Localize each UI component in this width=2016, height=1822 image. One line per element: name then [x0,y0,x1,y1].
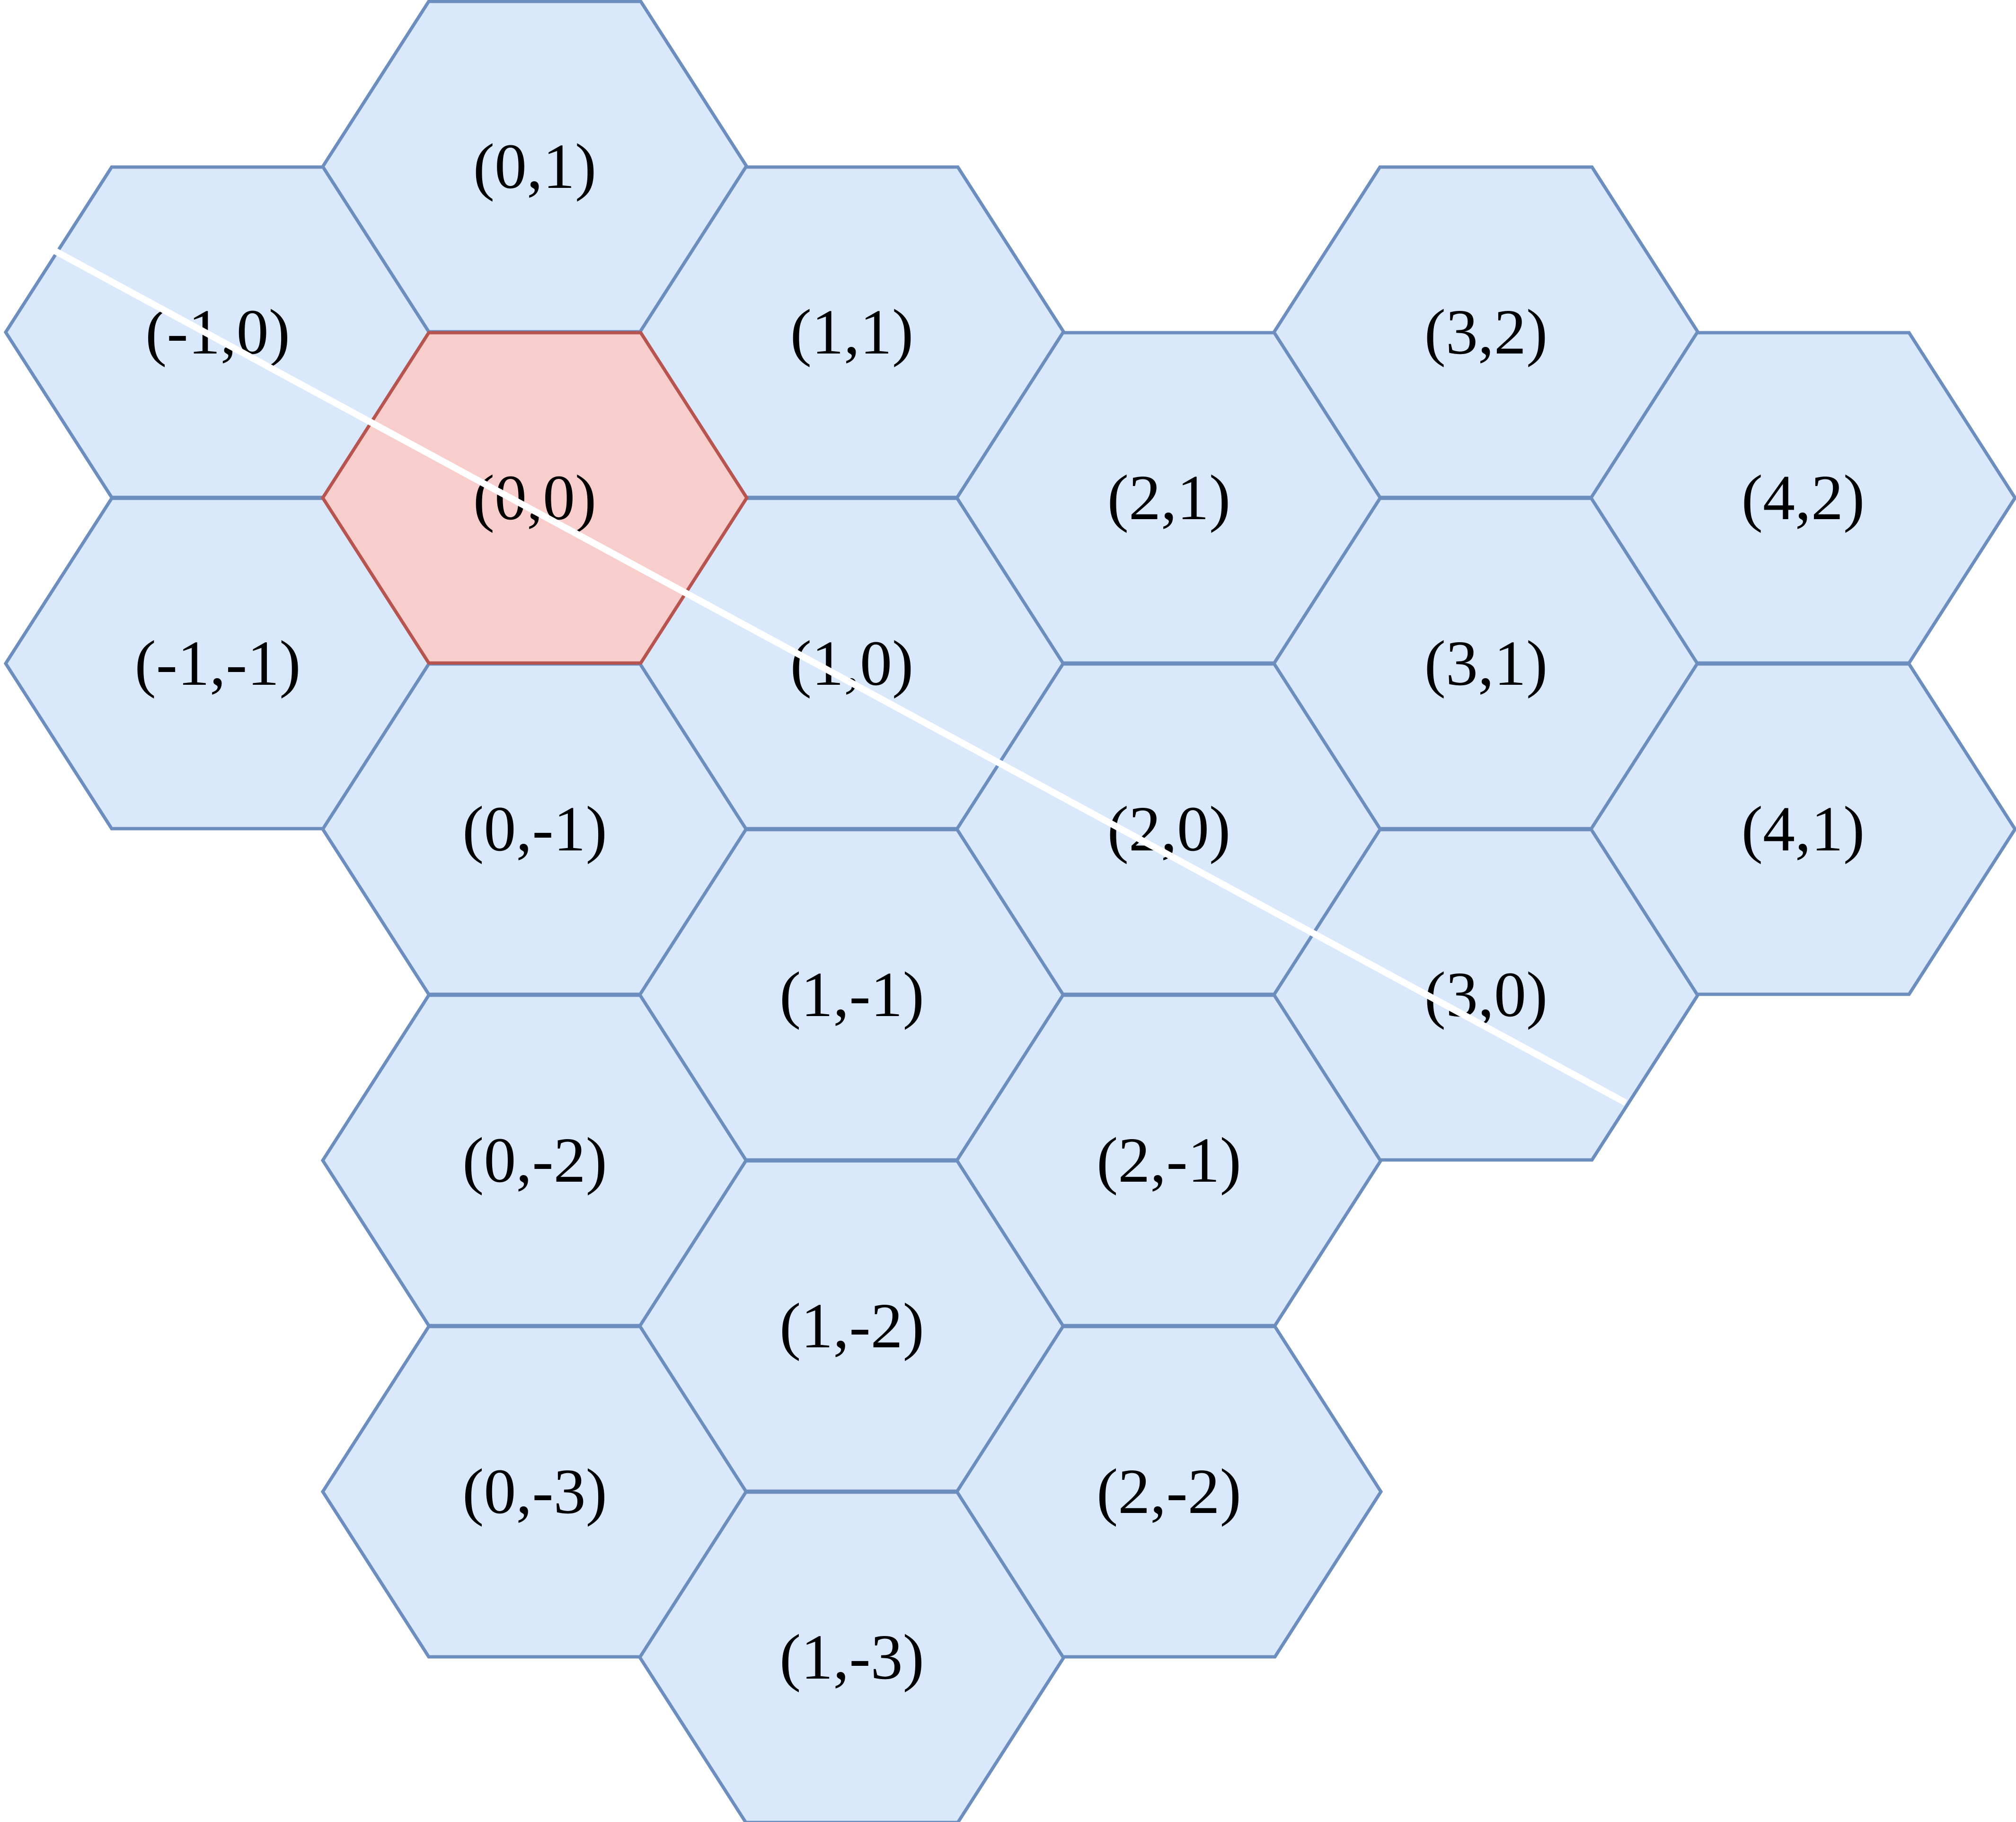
hex-coordinate-label: (2,1) [1107,462,1231,533]
hex-coordinate-label: (0,-2) [462,1125,607,1196]
hex-cell: (1,-2) [637,1159,1066,1493]
hex-shape [320,331,749,665]
trace-line [50,246,1627,1106]
hex-cell: (2,-2) [955,1325,1383,1659]
hex-coordinate-label: (4,2) [1742,462,1865,533]
hex-coordinate-label: (2,-2) [1096,1456,1241,1527]
hex-coordinate-label: (0,0) [473,462,597,533]
hex-coordinate-label: (1,-1) [779,959,924,1030]
hex-cell-highlighted: (0,0) [320,331,749,665]
hex-coordinate-label: (1,-2) [779,1291,924,1362]
hex-cell: (2,-1) [955,993,1383,1327]
hex-coordinate-label: (1,0) [790,628,914,699]
hex-coordinate-label: (3,1) [1424,628,1548,699]
hex-cell: (4,1) [1589,662,2016,996]
hex-coordinate-label: (0,1) [473,131,597,202]
hex-cell: (1,-3) [637,1490,1066,1822]
hex-coordinate-label: (0,-3) [462,1456,607,1527]
hex-cells: (-1,0) (-1,-1) (0,1) (0,-1) (0,-2) (0,-3) (1,1… [3,0,2016,1822]
hex-coordinate-label: (-1,-1) [134,628,301,699]
hex-coordinate-label: (-1,0) [145,297,290,368]
hex-coordinate-label: (3,0) [1424,959,1548,1030]
hex-cell: (3,1) [1272,496,1700,831]
hex-coordinate-label: (1,1) [790,297,914,368]
hex-coordinate-label: (3,2) [1424,297,1548,368]
hex-coordinate-label: (2,-1) [1096,1125,1241,1196]
hex-shape [1589,662,2016,996]
hex-shape [955,1325,1383,1659]
hex-coordinate-label: (0,-1) [462,794,607,865]
hex-cell: (0,-1) [320,662,749,996]
hex-coordinate-label: (1,-3) [779,1622,924,1693]
hex-coordinate-label: (4,1) [1742,794,1865,865]
hex-cell: (3,2) [1272,165,1700,499]
hex-cell: (-1,-1) [3,496,432,831]
